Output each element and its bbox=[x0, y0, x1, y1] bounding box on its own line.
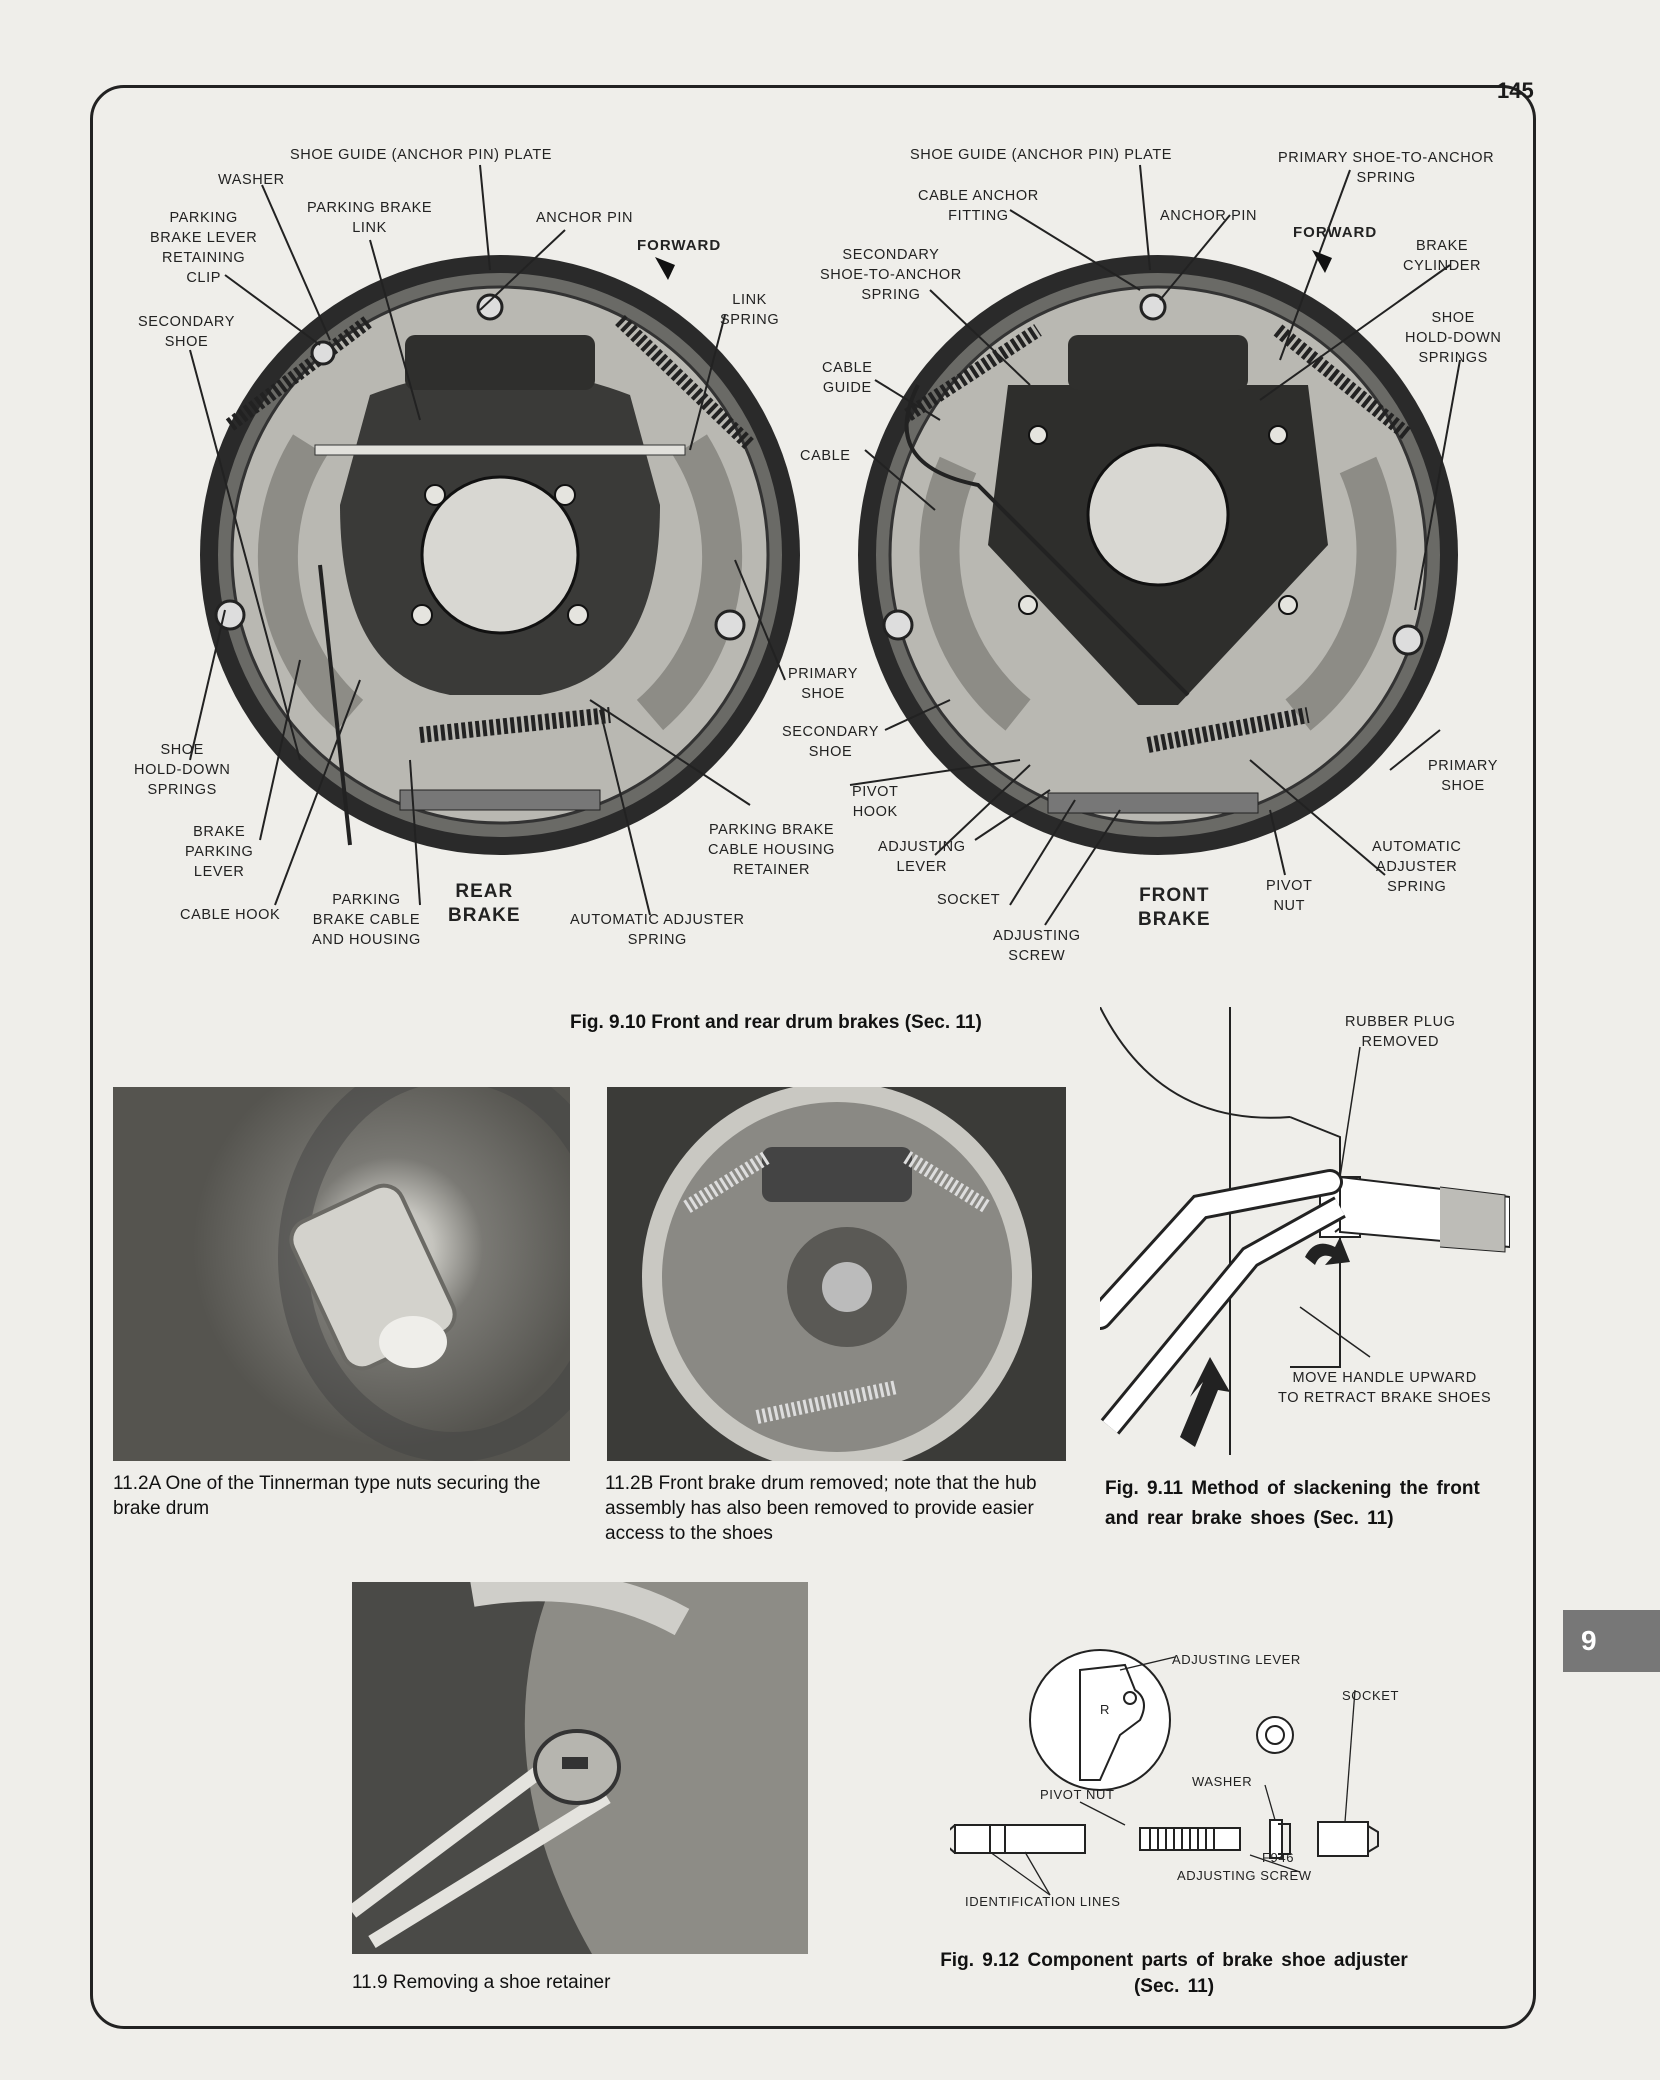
label-lever-letter: R bbox=[1100, 1702, 1110, 1717]
label-cable-guide: CABLE GUIDE bbox=[822, 360, 873, 396]
fig911-caption: Fig. 9.11 Method of slackening the front… bbox=[1105, 1478, 1480, 1529]
photo-112b-caption: 11.2B Front brake drum removed; note tha… bbox=[605, 1473, 1037, 1544]
chapter-tab: 9 bbox=[1563, 1610, 1660, 1672]
label-cable-hook: CABLE HOOK bbox=[180, 907, 281, 923]
label-forward-rear: FORWARD bbox=[637, 237, 722, 254]
label-rubber-plug-removed: RUBBER PLUG REMOVED bbox=[1345, 1014, 1456, 1050]
label-cable: CABLE bbox=[800, 448, 851, 464]
photo-front-drum-removed bbox=[607, 1087, 1066, 1461]
label-adjusting-lever: ADJUSTING LEVER bbox=[878, 839, 966, 875]
label-socket-912: SOCKET bbox=[1342, 1688, 1400, 1703]
label-parking-brake-link: PARKING BRAKE LINK bbox=[307, 200, 433, 236]
page-frame bbox=[90, 85, 1536, 2029]
photo-shoe-retainer bbox=[352, 1582, 808, 1954]
fig910-leader-lines bbox=[189, 164, 1461, 926]
label-shoe-hold-down-springs-rear: SHOE HOLD-DOWN SPRINGS bbox=[134, 742, 231, 798]
photo-119-caption: 11.9 Removing a shoe retainer bbox=[352, 1972, 611, 1993]
photo-tinnerman-nut bbox=[113, 1087, 570, 1461]
label-pivot-hook: PIVOT HOOK bbox=[852, 784, 899, 820]
label-adjusting-screw-912: ADJUSTING SCREW bbox=[1177, 1868, 1312, 1883]
label-link-spring: LINK SPRING bbox=[720, 292, 780, 328]
label-washer: WASHER bbox=[218, 172, 285, 188]
label-part-code: F946 bbox=[1262, 1850, 1295, 1865]
label-secondary-shoe-rear: SECONDARY SHOE bbox=[138, 314, 235, 350]
label-cable-anchor-fitting: CABLE ANCHOR FITTING bbox=[918, 188, 1039, 224]
page-number: 145 bbox=[1497, 78, 1534, 103]
front-brake-drawing bbox=[858, 255, 1458, 855]
label-washer-912: WASHER bbox=[1192, 1774, 1253, 1789]
label-socket: SOCKET bbox=[937, 892, 1001, 908]
label-shoe-hold-down-springs-front: SHOE HOLD-DOWN SPRINGS bbox=[1405, 310, 1502, 366]
label-move-handle-upward: MOVE HANDLE UPWARD TO RETRACT BRAKE SHOE… bbox=[1278, 1370, 1492, 1406]
photo-112a-caption: 11.2A One of the Tinnerman type nuts sec… bbox=[113, 1473, 541, 1519]
label-automatic-adjuster-spring-rear: AUTOMATIC ADJUSTER SPRING bbox=[570, 912, 745, 948]
label-anchor-pin-rear: ANCHOR PIN bbox=[536, 210, 634, 226]
label-anchor-pin-front: ANCHOR PIN bbox=[1160, 208, 1258, 224]
label-secondary-shoe-to-anchor-spring: SECONDARY SHOE-TO-ANCHOR SPRING bbox=[820, 247, 962, 303]
label-secondary-shoe-front: SECONDARY SHOE bbox=[782, 724, 879, 760]
label-parking-brake-cable-housing-retainer: PARKING BRAKE CABLE HOUSING RETAINER bbox=[708, 822, 836, 878]
label-parking-brake-lever-retaining-clip: PARKING BRAKE LEVER RETAINING CLIP bbox=[150, 210, 258, 286]
label-primary-shoe-to-anchor-spring: PRIMARY SHOE-TO-ANCHOR SPRING bbox=[1278, 150, 1495, 186]
fig912-drawing bbox=[950, 1649, 1379, 1896]
fig912-caption: Fig. 9.12 Component parts of brake shoe … bbox=[940, 1950, 1408, 1997]
label-adjusting-lever-912: ADJUSTING LEVER bbox=[1172, 1652, 1301, 1667]
label-pivot-nut: PIVOT NUT bbox=[1266, 878, 1313, 914]
label-parking-brake-cable-housing: PARKING BRAKE CABLE AND HOUSING bbox=[312, 892, 421, 948]
label-rear-brake: REAR BRAKE bbox=[448, 881, 521, 926]
fig910-caption: Fig. 9.10 Front and rear drum brakes (Se… bbox=[570, 1012, 982, 1033]
label-front-brake: FRONT BRAKE bbox=[1138, 885, 1211, 930]
label-automatic-adjuster-spring-front: AUTOMATIC ADJUSTER SPRING bbox=[1372, 839, 1462, 895]
label-primary-shoe-rear: PRIMARY SHOE bbox=[788, 666, 859, 702]
label-brake-cylinder: BRAKE CYLINDER bbox=[1403, 238, 1482, 274]
label-forward-front: FORWARD bbox=[1293, 224, 1378, 241]
label-pivot-nut-912: PIVOT NUT bbox=[1040, 1787, 1115, 1802]
label-adjusting-screw: ADJUSTING SCREW bbox=[993, 928, 1081, 964]
label-shoe-guide-plate-rear: SHOE GUIDE (ANCHOR PIN) PLATE bbox=[290, 147, 553, 163]
fig911-drawing bbox=[1100, 1007, 1510, 1455]
label-shoe-guide-plate-front: SHOE GUIDE (ANCHOR PIN) PLATE bbox=[910, 147, 1173, 163]
label-primary-shoe-front: PRIMARY SHOE bbox=[1428, 758, 1499, 794]
label-brake-parking-lever: BRAKE PARKING LEVER bbox=[185, 824, 254, 880]
label-identification-lines: IDENTIFICATION LINES bbox=[965, 1894, 1121, 1909]
